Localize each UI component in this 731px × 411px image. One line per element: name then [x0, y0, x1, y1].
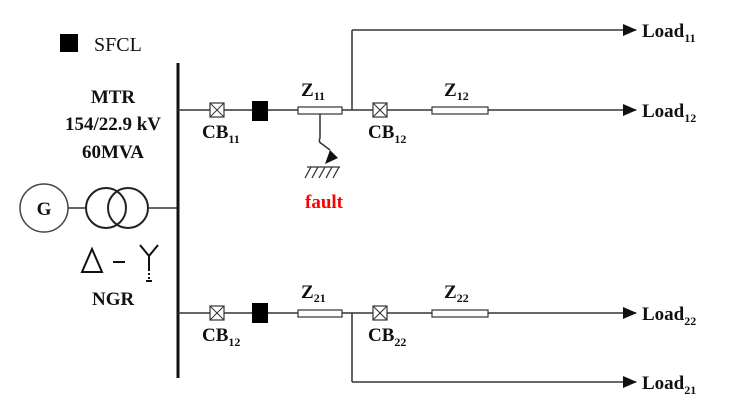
- impedance-block: [297, 309, 343, 318]
- feeder-2: [178, 303, 637, 388]
- impedance-label: Z22: [444, 282, 469, 305]
- wye-winding-icon: [139, 244, 159, 282]
- impedance-block: [431, 106, 489, 115]
- breaker-label: CB12: [202, 325, 240, 349]
- circuit-breaker-icon: [372, 102, 388, 118]
- fault-connection: [318, 114, 331, 151]
- sfcl-device: [252, 101, 268, 121]
- circuit-breaker-icon: [372, 305, 388, 321]
- legend-sfcl-label: SFCL: [94, 34, 142, 56]
- circuit-breaker-icon: [209, 102, 225, 118]
- impedance-block: [431, 309, 489, 318]
- load-label: Load11: [642, 21, 696, 45]
- legend-sfcl-marker: [60, 34, 78, 52]
- feeder-1: fault: [178, 24, 637, 213]
- impedance-label: Z21: [301, 282, 326, 305]
- delta-winding-icon: [80, 246, 104, 273]
- load-label: Load21: [642, 373, 696, 397]
- impedance-label: Z12: [444, 80, 469, 103]
- fault-label: fault: [305, 192, 344, 213]
- breaker-label: CB12: [368, 122, 406, 146]
- circuit-breaker-icon: [209, 305, 225, 321]
- transformer-rating: 60MVA: [82, 142, 144, 163]
- load-label: Load22: [642, 304, 696, 328]
- transformer-symbol: [85, 187, 149, 229]
- fault-arrow-icon: [325, 150, 338, 164]
- impedance-block: [297, 106, 343, 115]
- generator-label: G: [37, 199, 52, 220]
- breaker-label: CB22: [368, 325, 406, 349]
- impedance-label: Z11: [301, 80, 325, 103]
- sfcl-device: [252, 303, 268, 323]
- transformer-voltage: 154/22.9 kV: [65, 114, 161, 135]
- ngr-label: NGR: [92, 289, 135, 310]
- transformer-name: MTR: [91, 87, 136, 108]
- breaker-label: CB11: [202, 122, 240, 146]
- load-label: Load12: [642, 101, 696, 125]
- ground-icon: [304, 166, 340, 179]
- generator-symbol: G: [19, 183, 69, 233]
